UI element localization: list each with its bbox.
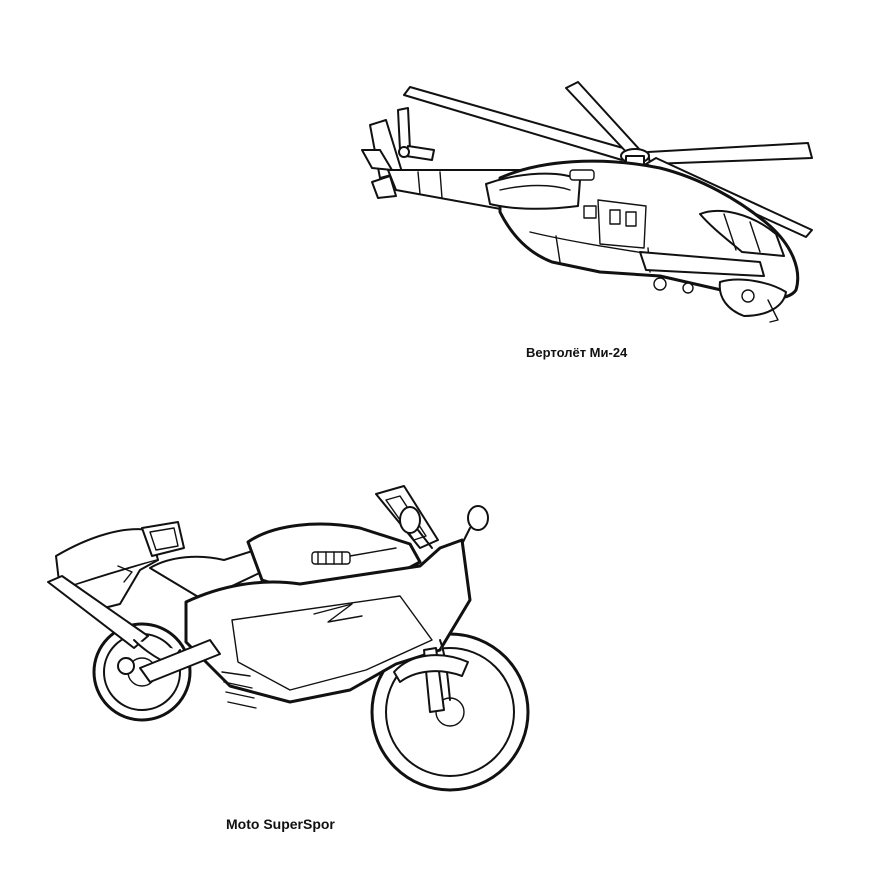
tail-rotor — [397, 107, 435, 161]
helicopter-drawing — [361, 81, 813, 323]
helicopter-caption: Вертолёт Ми-24 — [526, 345, 628, 360]
motorcycle-drawing — [47, 485, 530, 792]
tail-fin — [361, 119, 403, 199]
motorcycle-caption: Moto SuperSpor — [226, 816, 335, 832]
